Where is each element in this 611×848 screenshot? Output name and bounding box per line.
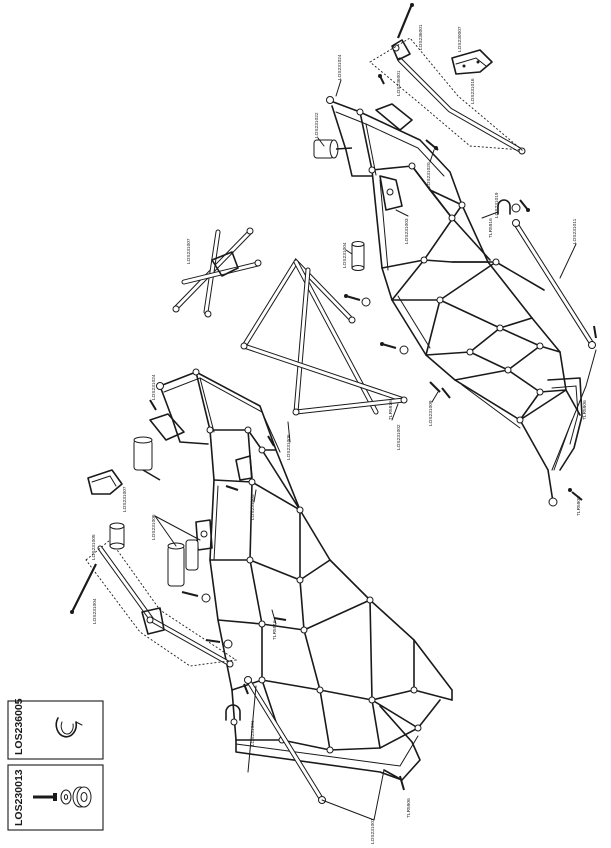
- rear-turnbuckle: [512, 219, 596, 349]
- screw-d: [519, 199, 530, 212]
- screws: [149, 74, 597, 791]
- screw-j: [225, 485, 239, 491]
- callout-c22: LOS231005: [250, 494, 256, 520]
- screw-l: [205, 639, 233, 649]
- callout-c19: LOS231006: [286, 434, 292, 460]
- legend-box-screw: LOS230013: [7, 764, 104, 831]
- screw-o: [399, 775, 405, 791]
- e-clip-icon: [55, 717, 83, 738]
- hinge-pin: [396, 3, 414, 39]
- center-roll-cage: [240, 257, 408, 416]
- upper-cross-brace: [172, 227, 262, 318]
- screw-h: [149, 399, 157, 411]
- body-clip: [497, 199, 521, 215]
- callout-c29: LOS231001: [370, 818, 376, 844]
- screw-p: [378, 74, 385, 85]
- callout-c01: LOS236001: [418, 24, 424, 50]
- front-shock-lower: [167, 539, 199, 587]
- front-suspension-arm: [85, 539, 238, 668]
- front-chassis-frame: [149, 368, 453, 781]
- front-turnbuckle: [244, 676, 326, 804]
- callout-c16: LOS231009: [428, 400, 434, 426]
- callout-c17: LOS231024: [151, 374, 157, 400]
- callout-c06: LOS231022: [314, 112, 320, 138]
- callout-c23: TLR5906: [576, 496, 582, 516]
- front-bushing: [109, 522, 125, 550]
- callout-c10: LOS231007: [186, 238, 192, 264]
- callout-c28: TLR5906: [406, 798, 412, 818]
- callout-c20: LOS231007: [122, 486, 128, 512]
- body-mount-bracket: [451, 49, 493, 75]
- callout-c03: LOS230007: [457, 26, 463, 52]
- screw-b: [380, 342, 409, 355]
- rear-suspension-arm: [369, 37, 526, 155]
- screw-i: [267, 435, 275, 447]
- callout-c25: TLR5916: [272, 620, 278, 640]
- callout-c08: LOS231003: [404, 218, 410, 244]
- callout-c09: LOS231004: [342, 242, 348, 268]
- leader-lines: [154, 79, 597, 821]
- bushing-icon: [72, 786, 92, 808]
- callout-c11: LOS231019: [494, 192, 500, 218]
- callout-c26: LOS231004: [92, 598, 98, 624]
- front-hinge-pin: [70, 563, 97, 614]
- screw-f: [568, 488, 583, 501]
- callout-c12: TLR5916: [488, 218, 494, 238]
- screw-e: [593, 325, 597, 339]
- screw-k: [181, 591, 211, 603]
- callout-c18: LOS231002: [396, 424, 402, 450]
- screw-n: [243, 683, 249, 695]
- callout-c13: LOS231011: [572, 218, 578, 244]
- legend-box-clip: LOS236005: [7, 698, 104, 760]
- callout-c14: TLR5916: [388, 400, 394, 420]
- cylinder-standoff: [351, 241, 365, 271]
- callout-c07: LOS231020: [426, 162, 432, 188]
- screw-c: [425, 139, 439, 151]
- callout-c04: LOS236001: [396, 70, 402, 96]
- callout-c05: LOS231016: [470, 78, 476, 104]
- screw-icon: [33, 793, 57, 801]
- callout-c15: TLR5906: [582, 400, 588, 420]
- screw-a: [344, 294, 371, 307]
- front-body-clip: [225, 704, 241, 726]
- front-shock-body: [133, 436, 161, 481]
- legend-part-number-2: LOS230013: [13, 769, 25, 826]
- callout-c27: LOS231001: [250, 720, 256, 746]
- screw-g: [429, 381, 451, 399]
- rear-chassis-frame: [326, 96, 583, 507]
- screw-m: [273, 617, 287, 621]
- callout-c21: LOS231006: [151, 514, 157, 540]
- callout-c02: LOS231024: [337, 54, 343, 80]
- front-body-bracket: [87, 469, 123, 495]
- shock-mount: [313, 139, 353, 159]
- washer-icon: [60, 789, 72, 805]
- callout-c24: LOS231005: [91, 534, 97, 560]
- legend-part-number-1: LOS236005: [13, 698, 25, 755]
- part-callouts: LOS236001 LOS231024 LOS230007 LOS236001 …: [91, 24, 588, 844]
